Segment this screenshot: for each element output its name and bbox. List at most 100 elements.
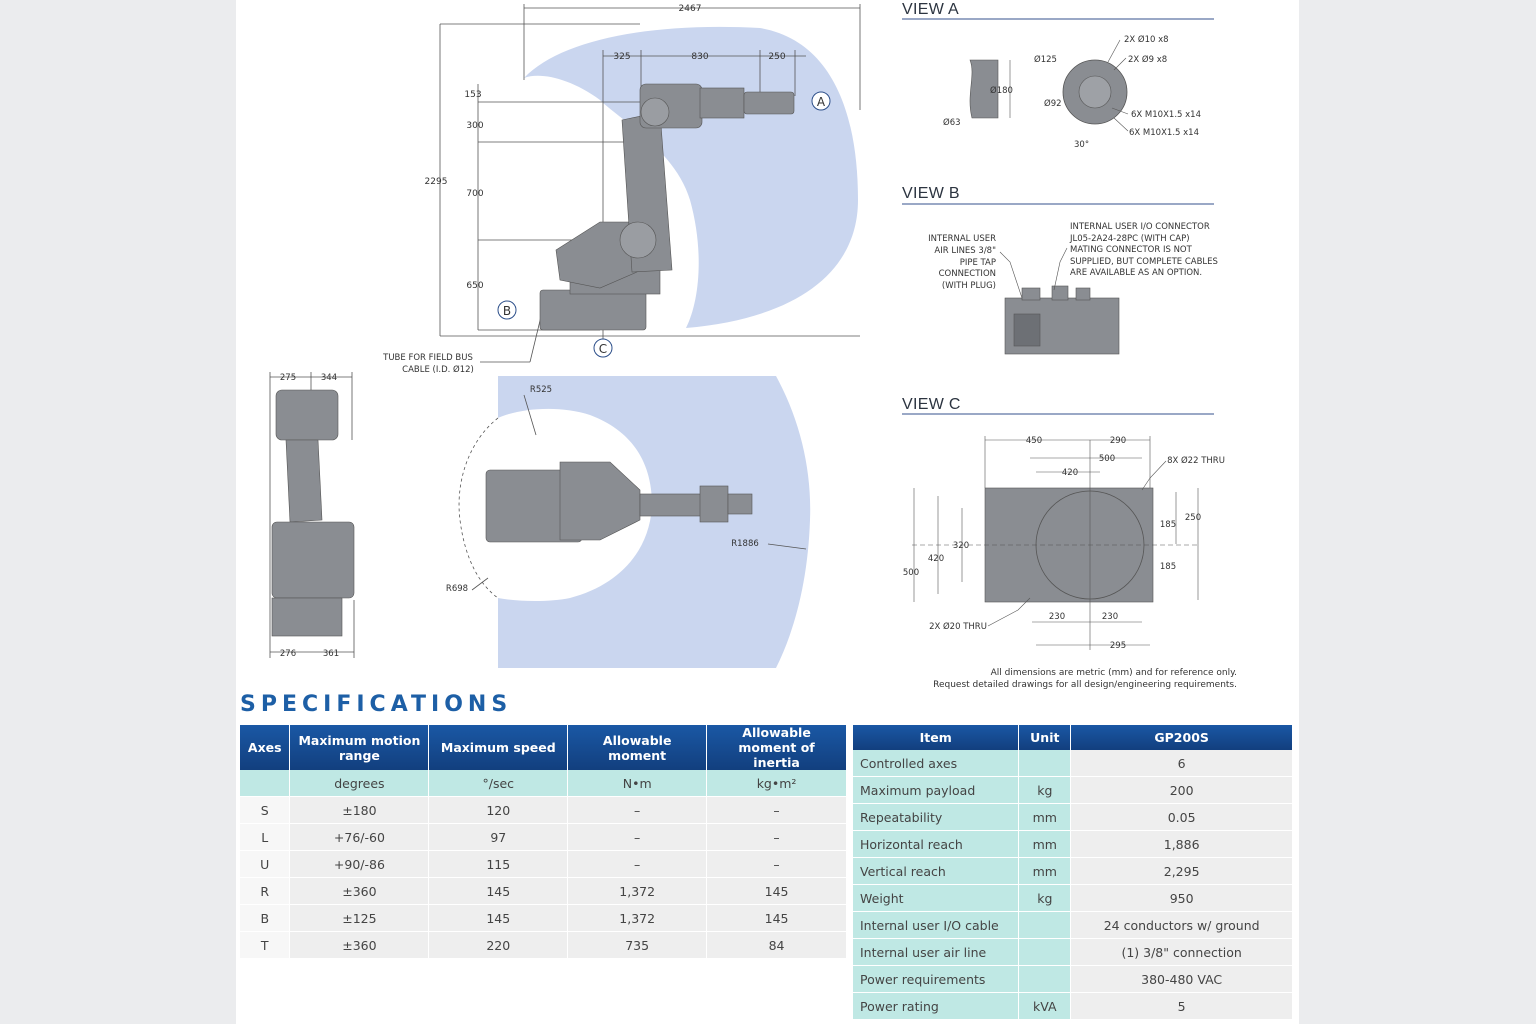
unit-cell bbox=[1018, 965, 1072, 993]
view-b-right-note-1: INTERNAL USER I/O CONNECTOR bbox=[1070, 222, 1210, 232]
view-b-right-note-3: MATING CONNECTOR IS NOT bbox=[1070, 245, 1193, 255]
unit-cell: N•m bbox=[567, 770, 708, 797]
item-header-item: Item bbox=[853, 725, 1020, 750]
specifications-heading: SPECIFICATIONS bbox=[240, 692, 513, 717]
footnote-line-2: Request detailed drawings for all design… bbox=[933, 680, 1237, 690]
callout-a: A bbox=[811, 91, 831, 111]
callout-b: B bbox=[497, 300, 517, 320]
radius-r525: R525 bbox=[530, 385, 552, 395]
view-c-holes-20: 2X Ø20 THRU bbox=[929, 621, 987, 632]
table-cell: 120 bbox=[428, 796, 569, 824]
table-row: Internal user air line (1) 3/8" connecti… bbox=[853, 938, 1293, 966]
value-cell: 1,886 bbox=[1070, 830, 1293, 858]
item-cell: Weight bbox=[853, 884, 1020, 912]
svg-text:A: A bbox=[817, 95, 826, 109]
value-cell: 5 bbox=[1070, 992, 1293, 1020]
view-c-dim-230-a: 230 bbox=[1049, 612, 1065, 622]
unit-cell: kVA bbox=[1018, 992, 1072, 1020]
table-cell: 84 bbox=[706, 931, 847, 959]
view-a-drawing: 2X Ø10 x8 2X Ø9 x8 Ø125 Ø180 Ø92 Ø63 6X … bbox=[943, 34, 1201, 150]
top-view-drawing: R525 R1886 R698 bbox=[446, 376, 811, 668]
unit-cell bbox=[1018, 911, 1072, 939]
unit-cell bbox=[240, 770, 291, 797]
item-cell: Controlled axes bbox=[853, 750, 1020, 777]
view-c-dim-290: 290 bbox=[1110, 436, 1126, 446]
view-c-dim-420-top: 420 bbox=[1062, 468, 1078, 478]
unit-cell: °/sec bbox=[428, 770, 569, 797]
axes-units-row: degrees °/sec N•m kg•m² bbox=[240, 770, 847, 797]
item-spec-table: Item Unit GP200S Controlled axes 6 Maxim… bbox=[853, 725, 1293, 1020]
front-dim-275: 275 bbox=[280, 373, 296, 383]
side-dim-325: 325 bbox=[613, 52, 630, 62]
view-a-label-8: 6X M10X1.5 x14 bbox=[1129, 128, 1199, 138]
view-c-dim-230-b: 230 bbox=[1102, 612, 1118, 622]
axis-cell: S bbox=[240, 796, 291, 824]
value-cell: 6 bbox=[1070, 750, 1293, 777]
view-c-dim-295: 295 bbox=[1110, 641, 1126, 651]
unit-cell bbox=[1018, 750, 1072, 777]
view-b-left-note-4: CONNECTION bbox=[939, 269, 996, 279]
view-c-dim-185-b: 185 bbox=[1160, 562, 1176, 572]
unit-cell: degrees bbox=[289, 770, 430, 797]
axis-cell: T bbox=[240, 931, 291, 959]
item-table-header-row: Item Unit GP200S bbox=[853, 725, 1293, 750]
table-cell: ±180 bbox=[289, 796, 430, 824]
table-cell: +76/-60 bbox=[289, 823, 430, 851]
technical-drawings: 2467 325 830 250 153 300 700 650 2295 TU… bbox=[269, 4, 1225, 668]
axis-cell: R bbox=[240, 877, 291, 905]
table-cell: 145 bbox=[706, 877, 847, 905]
item-header-model: GP200S bbox=[1070, 725, 1293, 750]
value-cell: 0.05 bbox=[1070, 803, 1293, 831]
radius-r698: R698 bbox=[446, 584, 468, 594]
value-cell: 2,295 bbox=[1070, 857, 1293, 885]
table-cell: 145 bbox=[428, 904, 569, 932]
tube-note-line2: CABLE (I.D. Ø12) bbox=[402, 364, 474, 375]
table-row: B ±125 145 1,372 145 bbox=[240, 904, 847, 932]
view-c-dim-420-left: 420 bbox=[928, 554, 944, 564]
table-cell: 145 bbox=[706, 904, 847, 932]
side-dim-153: 153 bbox=[464, 90, 481, 100]
side-dim-2295: 2295 bbox=[425, 177, 448, 187]
view-a-title: VIEW A bbox=[902, 1, 959, 18]
item-cell: Power requirements bbox=[853, 965, 1020, 993]
view-a-rule bbox=[902, 18, 1214, 20]
table-row: Repeatability mm 0.05 bbox=[853, 803, 1293, 831]
table-row: Internal user I/O cable 24 conductors w/… bbox=[853, 911, 1293, 939]
dimension-footnote: All dimensions are metric (mm) and for r… bbox=[900, 667, 1237, 691]
view-b-right-note-2: JL05-2A24-28PC (WITH CAP) bbox=[1069, 234, 1190, 244]
view-b-title: VIEW B bbox=[902, 185, 960, 202]
table-cell: 220 bbox=[428, 931, 569, 959]
view-b-drawing: INTERNAL USER AIR LINES 3/8" PIPE TAP CO… bbox=[928, 222, 1218, 355]
side-dim-2467: 2467 bbox=[679, 4, 702, 14]
side-dim-700: 700 bbox=[466, 189, 483, 199]
unit-cell: mm bbox=[1018, 803, 1072, 831]
item-cell: Horizontal reach bbox=[853, 830, 1020, 858]
view-b-left-note-2: AIR LINES 3/8" bbox=[934, 246, 996, 256]
radius-r1886: R1886 bbox=[731, 539, 759, 549]
item-cell: Maximum payload bbox=[853, 776, 1020, 804]
table-row: R ±360 145 1,372 145 bbox=[240, 877, 847, 905]
table-row: Power rating kVA 5 bbox=[853, 992, 1293, 1020]
axis-cell: B bbox=[240, 904, 291, 932]
side-dim-650: 650 bbox=[466, 281, 483, 291]
table-row: Power requirements 380-480 VAC bbox=[853, 965, 1293, 993]
side-dim-250: 250 bbox=[768, 52, 785, 62]
table-cell: +90/-86 bbox=[289, 850, 430, 878]
table-cell: ±125 bbox=[289, 904, 430, 932]
table-cell: – bbox=[567, 796, 708, 824]
unit-cell: kg•m² bbox=[706, 770, 847, 797]
view-c-drawing: 450 290 500 420 8X Ø22 THRU 250 185 185 … bbox=[903, 436, 1225, 651]
axes-header-moment: Allowable moment bbox=[567, 725, 708, 770]
value-cell: 24 conductors w/ ground bbox=[1070, 911, 1293, 939]
table-row: Weight kg 950 bbox=[853, 884, 1293, 912]
view-c-dim-250: 250 bbox=[1185, 513, 1201, 523]
item-cell: Internal user I/O cable bbox=[853, 911, 1020, 939]
footnote-line-1: All dimensions are metric (mm) and for r… bbox=[990, 668, 1237, 678]
view-a-label-3: Ø125 bbox=[1034, 54, 1057, 65]
unit-cell: kg bbox=[1018, 776, 1072, 804]
front-dim-276: 276 bbox=[280, 649, 296, 659]
table-row: Controlled axes 6 bbox=[853, 750, 1293, 777]
view-c-dim-185-a: 185 bbox=[1160, 520, 1176, 530]
unit-cell: kg bbox=[1018, 884, 1072, 912]
front-view-drawing: 275 344 276 361 bbox=[269, 372, 355, 659]
